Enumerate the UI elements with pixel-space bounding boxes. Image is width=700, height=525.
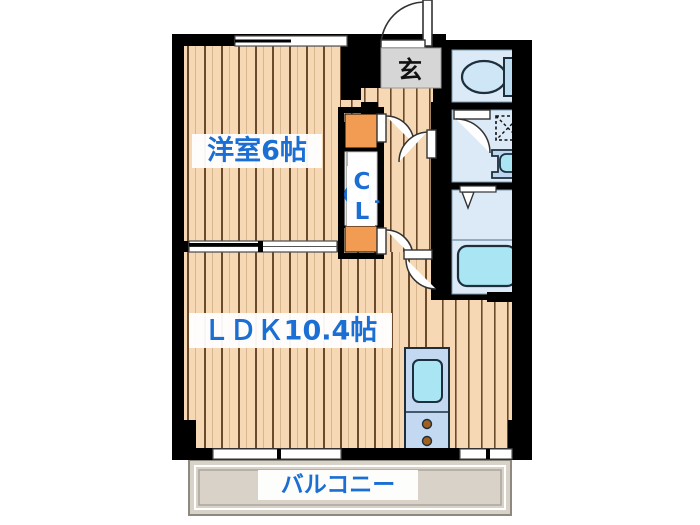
closet-label-l: L: [355, 199, 370, 225]
genkan-label-group: 玄: [380, 47, 442, 89]
room-toilet: [451, 49, 523, 103]
ldk-label: ＬＤＫ10.4帖: [203, 316, 378, 347]
balcony-label-group: バルコニー: [258, 470, 418, 500]
window-overlays[interactable]: [212, 35, 513, 460]
genkan-label-top: 玄: [398, 56, 422, 84]
room-washroom: [451, 109, 523, 183]
genkan-step-floor: [361, 88, 433, 102]
closet-label-c: C: [354, 169, 371, 195]
hallway-door-right[interactable]: [398, 129, 437, 163]
closet-label-group: C L: [347, 166, 375, 226]
bedroom-label: 洋室6帖: [207, 135, 307, 167]
balcony-label: バルコニー: [281, 472, 396, 498]
ldk-right-floor-strip: [404, 300, 487, 453]
room-partition-sliding-door[interactable]: [188, 240, 338, 253]
bedroom-label-group: 洋室6帖: [192, 134, 322, 168]
room-bath: [451, 185, 523, 295]
room-ldk-floor: [183, 252, 431, 448]
ldk-label-group: ＬＤＫ10.4帖: [189, 313, 392, 348]
right-outer-wall: [487, 40, 532, 459]
ldk-door-secondary[interactable]: [403, 249, 437, 290]
bathtub: [456, 244, 518, 288]
washroom-door[interactable]: [453, 109, 491, 154]
toilet-fixture: [460, 59, 508, 95]
